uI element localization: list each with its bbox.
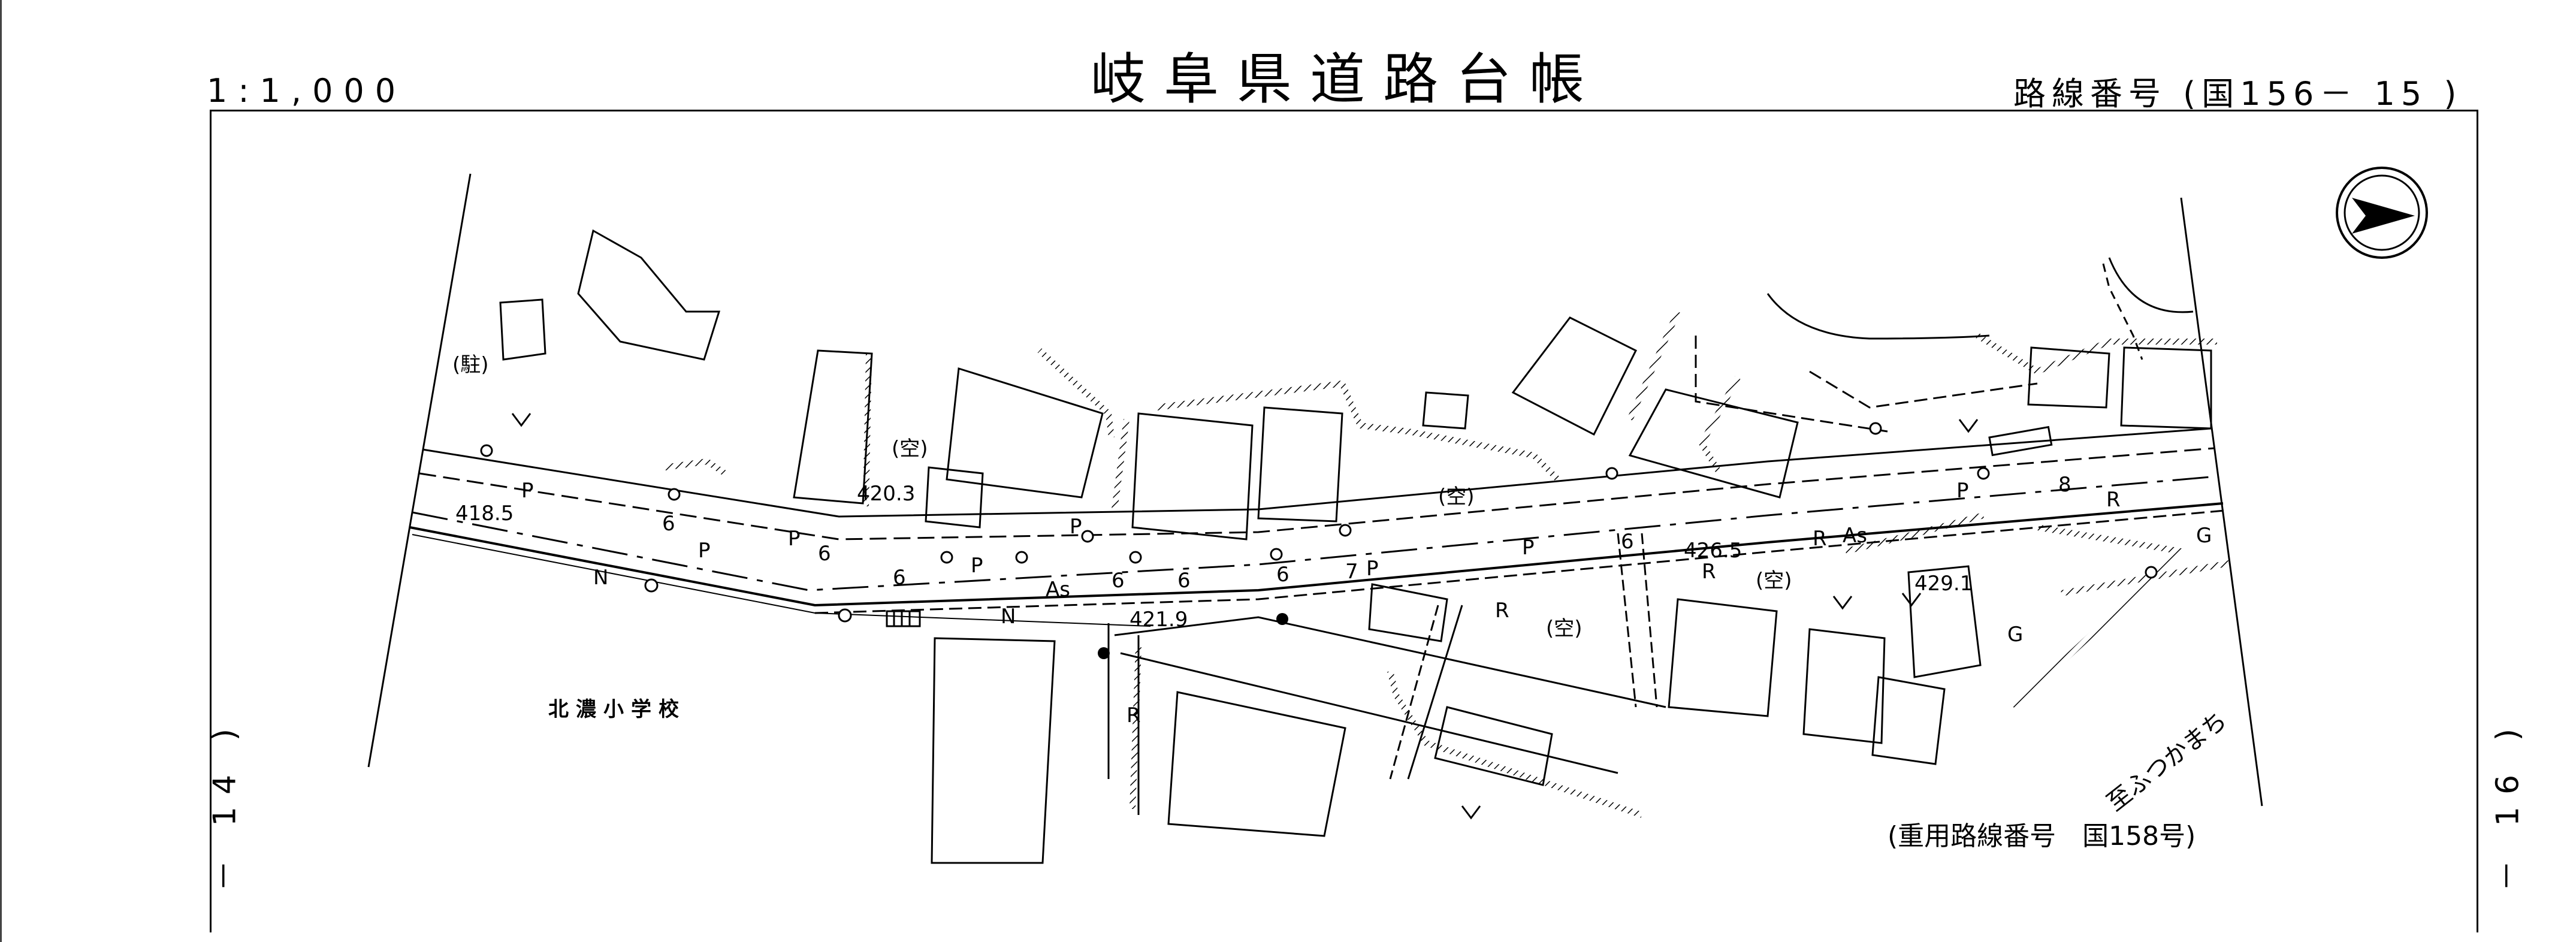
pole-p-4: P bbox=[971, 554, 983, 578]
manhole-icon bbox=[1015, 551, 1028, 564]
vacant-label-1: (空) bbox=[892, 437, 928, 461]
manhole-icon bbox=[940, 551, 953, 564]
route-number: 路線番号 (国156－ 15 ) bbox=[2013, 75, 2463, 113]
pole-p-5: P bbox=[1070, 515, 1082, 539]
overlap-route-note: (重用路線番号 国158号) bbox=[1888, 821, 2196, 852]
ground-g-2: G bbox=[2196, 524, 2212, 548]
surface-label-1: As bbox=[1046, 578, 1070, 602]
vacant-label-4: (空) bbox=[1756, 569, 1792, 593]
pole-p-6: P bbox=[1366, 557, 1379, 581]
utility-pole-icon bbox=[1869, 422, 1882, 435]
road-mark-r-1: R bbox=[1127, 704, 1141, 727]
utility-pole-icon bbox=[1129, 551, 1142, 564]
elevation-label-1: 418.5 bbox=[455, 502, 514, 526]
direction-label: 至ふつかまち bbox=[2102, 707, 2232, 817]
left-edge-line bbox=[0, 0, 2, 942]
utility-pole-icon bbox=[668, 488, 681, 501]
width-label-8: 7 bbox=[1345, 560, 1358, 584]
utility-pole-icon bbox=[1081, 530, 1094, 543]
manhole-icon bbox=[838, 608, 852, 623]
elevation-label-5: 429.1 bbox=[1914, 572, 1973, 596]
map-boundary bbox=[367, 173, 2263, 807]
manhole-icon bbox=[644, 578, 659, 593]
width-label-4: 6 bbox=[1112, 569, 1125, 593]
pole-p-7: P bbox=[1522, 536, 1535, 560]
map-symbols bbox=[480, 422, 2158, 623]
width-label-9: 8 bbox=[2058, 473, 2071, 497]
road-mark-r-2: R bbox=[1495, 599, 1509, 623]
ntt-pole-2: N bbox=[1001, 605, 1016, 629]
utility-pole-icon bbox=[480, 444, 493, 457]
map-scale: 1:1,000 bbox=[207, 72, 407, 110]
width-label-2: 6 bbox=[818, 542, 831, 566]
north-arrow-icon bbox=[2336, 167, 2428, 259]
pole-p-3: P bbox=[788, 527, 801, 551]
page-title: 岐阜県道路台帳 bbox=[1091, 47, 1603, 111]
elevation-label-4: 426.5 bbox=[1684, 539, 1742, 563]
buildings bbox=[499, 229, 2212, 864]
tree-icon bbox=[511, 413, 531, 427]
pole-p-8: P bbox=[1956, 479, 1969, 503]
fences bbox=[665, 310, 2230, 818]
embankment bbox=[1695, 257, 2194, 433]
ntt-pole-1: N bbox=[593, 566, 608, 590]
utility-pole-icon bbox=[1339, 524, 1352, 537]
surface-label-2: As bbox=[1843, 524, 1867, 548]
manhole-icon bbox=[1977, 467, 1990, 480]
school-label: 北濃小学校 bbox=[548, 698, 686, 721]
road-mark-r-3: R bbox=[1702, 560, 1716, 584]
pole-p-1: P bbox=[521, 479, 534, 503]
map-frame bbox=[210, 110, 2478, 932]
vacant-label-2: (空) bbox=[1438, 485, 1475, 509]
elevation-label-2: 420.3 bbox=[857, 482, 915, 506]
vegetation bbox=[511, 413, 1979, 820]
steps bbox=[886, 425, 2053, 627]
utility-pole-icon bbox=[2145, 566, 2158, 579]
main-road bbox=[409, 427, 2225, 627]
width-label-5: 6 bbox=[1177, 569, 1191, 593]
vacant-label-3: (空) bbox=[1546, 617, 1583, 641]
pole-p-2: P bbox=[698, 539, 711, 563]
elevation-label-3: 421.9 bbox=[1130, 608, 1188, 632]
black-markers bbox=[1098, 613, 1288, 659]
utility-pole-icon bbox=[1605, 467, 1618, 480]
manhole-icon bbox=[1270, 548, 1283, 561]
road-mark-r-5: R bbox=[2106, 488, 2121, 512]
width-label-3: 6 bbox=[893, 566, 906, 590]
side-roads bbox=[1107, 533, 1666, 815]
ground-g-1: G bbox=[2007, 623, 2023, 647]
width-label-1: 6 bbox=[662, 512, 675, 536]
width-label-7: 6 bbox=[1621, 530, 1634, 554]
parking-label: (駐) bbox=[452, 353, 489, 377]
road-mark-r-4: R bbox=[1813, 527, 1827, 551]
width-label-6: 6 bbox=[1276, 563, 1289, 587]
